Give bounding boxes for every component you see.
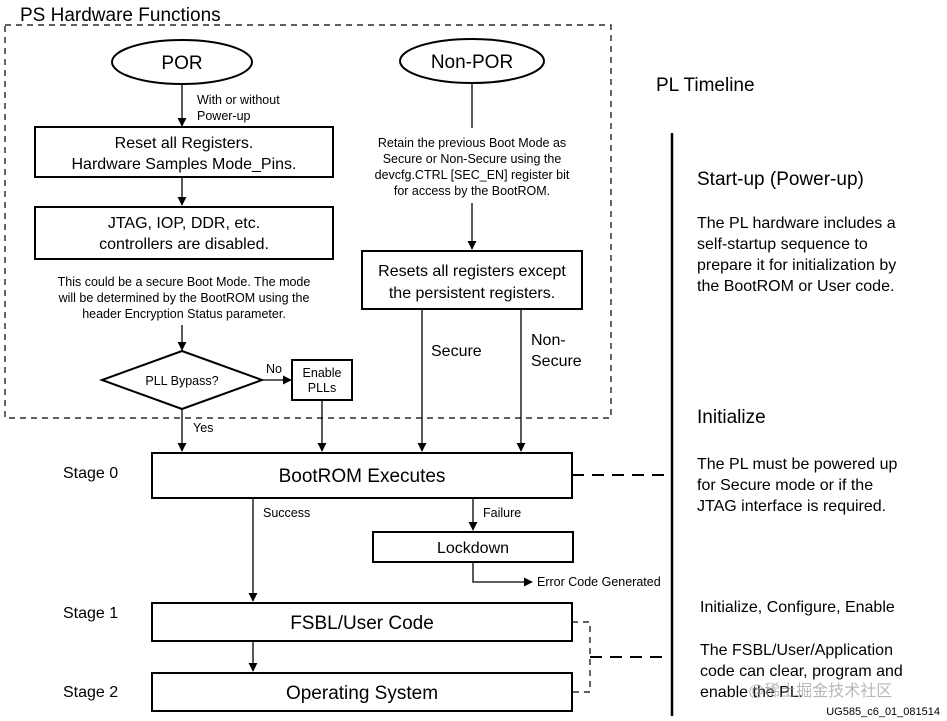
non-por-note-line-3: devcfg.CTRL [SEC_EN] register bit bbox=[375, 168, 570, 182]
secure-label: Secure bbox=[431, 343, 482, 360]
os-label: Operating System bbox=[286, 683, 438, 704]
fsbl-label: FSBL/User Code bbox=[290, 613, 434, 634]
error-code-label: Error Code Generated bbox=[537, 575, 661, 589]
pll-bypass-label: PLL Bypass? bbox=[145, 374, 218, 388]
por-note-line-2: Power-up bbox=[197, 109, 251, 123]
resets-except-box bbox=[361, 250, 583, 310]
ps-region-border bbox=[4, 24, 612, 419]
enable-plls-line-2: PLLs bbox=[308, 381, 337, 395]
ice-text-2: code can clear, program and bbox=[700, 663, 903, 680]
fsbl-os-bracket bbox=[572, 621, 591, 693]
controllers-disabled-line-1: JTAG, IOP, DDR, etc. bbox=[108, 215, 260, 232]
startup-text-4: the BootROM or User code. bbox=[697, 278, 894, 295]
watermark: @稀土掘金技术社区 bbox=[748, 682, 892, 700]
fsbl-box bbox=[151, 602, 573, 642]
pll-no-label: No bbox=[266, 362, 282, 376]
figure-id: UG585_c6_01_081514 bbox=[826, 706, 940, 718]
startup-title: Start-up (Power-up) bbox=[697, 169, 864, 190]
non-secure-label-2: Secure bbox=[531, 353, 582, 370]
startup-text-2: self-startup sequence to bbox=[697, 236, 868, 253]
stage-0-label: Stage 0 bbox=[63, 465, 118, 482]
secure-note-line-2: will be determined by the BootROM using … bbox=[58, 291, 310, 305]
stage-1-label: Stage 1 bbox=[63, 605, 118, 622]
failure-label: Failure bbox=[483, 506, 521, 520]
initialize-text-2: for Secure mode or if the bbox=[697, 477, 873, 494]
success-label: Success bbox=[263, 506, 310, 520]
reset-registers-box bbox=[34, 126, 334, 178]
ice-text-1: The FSBL/User/Application bbox=[700, 642, 893, 659]
controllers-disabled-box bbox=[34, 206, 334, 260]
os-box bbox=[151, 672, 573, 712]
controllers-disabled-line-2: controllers are disabled. bbox=[99, 236, 269, 253]
enable-plls-line-1: Enable bbox=[303, 366, 342, 380]
bootrom-box bbox=[151, 452, 573, 499]
lockdown-label: Lockdown bbox=[437, 540, 509, 557]
resets-except-line-1: Resets all registers except bbox=[378, 263, 566, 280]
ice-text-3: enable the PL. bbox=[700, 684, 803, 701]
non-por-label: Non-POR bbox=[431, 52, 513, 73]
resets-except-line-2: the persistent registers. bbox=[389, 285, 555, 302]
non-secure-label-1: Non- bbox=[531, 332, 566, 349]
secure-note-line-1: This could be a secure Boot Mode. The mo… bbox=[58, 275, 311, 289]
bootrom-label: BootROM Executes bbox=[279, 466, 446, 487]
lockdown-box bbox=[372, 531, 574, 563]
startup-text-1: The PL hardware includes a bbox=[697, 215, 896, 232]
initialize-text-3: JTAG interface is required. bbox=[697, 498, 886, 515]
initialize-text-1: The PL must be powered up bbox=[697, 456, 898, 473]
ps-title: PS Hardware Functions bbox=[20, 5, 221, 26]
por-label: POR bbox=[161, 53, 202, 74]
error-code-arrow bbox=[472, 562, 533, 587]
non-por-note-line-4: for access by the BootROM. bbox=[394, 184, 550, 198]
reset-registers-line-2: Hardware Samples Mode_Pins. bbox=[72, 156, 297, 173]
pl-timeline-title: PL Timeline bbox=[656, 75, 755, 96]
stage-2-label: Stage 2 bbox=[63, 684, 118, 701]
pll-yes-label: Yes bbox=[193, 421, 213, 435]
ice-title: Initialize, Configure, Enable bbox=[700, 599, 895, 616]
initialize-title: Initialize bbox=[697, 407, 766, 428]
startup-text-3: prepare it for initialization by bbox=[697, 257, 896, 274]
por-note-line-1: With or without bbox=[197, 93, 280, 107]
non-por-note-line-2: Secure or Non-Secure using the bbox=[383, 152, 562, 166]
reset-registers-line-1: Reset all Registers. bbox=[115, 135, 254, 152]
secure-note-line-3: header Encryption Status parameter. bbox=[82, 307, 286, 321]
non-por-note-line-1: Retain the previous Boot Mode as bbox=[378, 136, 566, 150]
